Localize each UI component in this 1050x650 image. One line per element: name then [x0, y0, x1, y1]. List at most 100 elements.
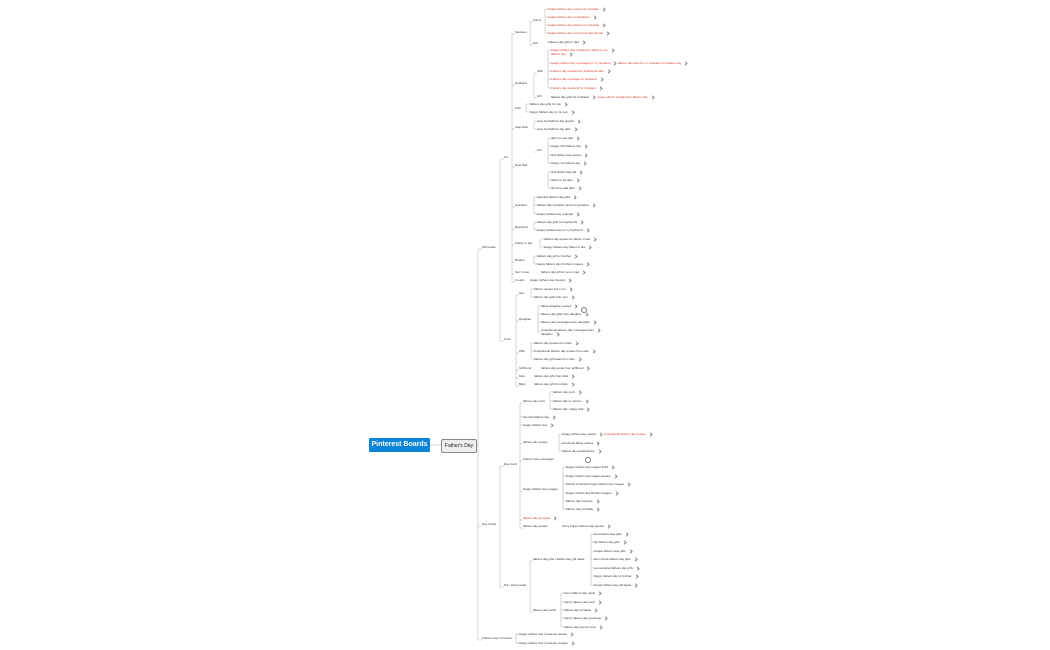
leaf-node[interactable]: father to be gifts: [551, 178, 579, 182]
leaf-node[interactable]: inspirational fathers day quotes from wi…: [534, 349, 595, 353]
leaf-node[interactable]: happy fathers day greetings: [564, 616, 607, 620]
leaf-node[interactable]: Fathers day gift for dad: [548, 40, 585, 44]
leaf-node[interactable]: fathers day gifts from son: [534, 295, 574, 299]
leaf-node[interactable]: happy fathers day card: [564, 600, 601, 604]
branch-label[interactable]: Daughter: [519, 317, 532, 321]
leaf-node[interactable]: happy fathers day to my son: [530, 110, 574, 114]
leaf-node[interactable]: emotional father quotes: [562, 441, 599, 445]
branch-label[interactable]: For: [504, 155, 509, 159]
branch-label[interactable]: Grandpa: [515, 203, 527, 207]
leaf-node[interactable]: fathers day gifts from daughter: [541, 312, 588, 316]
leaf-node[interactable]: unique gift for husband for fathers day: [597, 95, 654, 99]
leaf-node[interactable]: fathers day printable: [566, 507, 599, 511]
branch-label[interactable]: Son: [519, 291, 525, 295]
leaf-node[interactable]: father daughter quotes: [541, 304, 577, 308]
leaf-node[interactable]: Happy fathers day husband to father to o…: [551, 48, 614, 52]
leaf-node[interactable]: fathers day gift for son in law: [541, 270, 585, 274]
branch-label[interactable]: Gift: [533, 41, 538, 45]
branch-label[interactable]: Father In law: [515, 241, 533, 245]
leaf-node[interactable]: fathers day to mexico: [553, 399, 588, 403]
leaf-node[interactable]: first fathers day quotes: [551, 153, 587, 157]
leaf-node[interactable]: happy fathers day brothers images: [537, 262, 589, 266]
branch-label[interactable]: Boyfriend: [515, 225, 528, 229]
branch-label[interactable]: Gift: [537, 94, 542, 98]
branch-label[interactable]: Diy / Homemade: [504, 583, 527, 587]
branch-label[interactable]: Kids: [515, 106, 521, 110]
leaf-node[interactable]: Happy 1st fathers day: [551, 161, 586, 165]
leaf-node[interactable]: Happy fathers day wishes for old dads: [548, 23, 605, 27]
leaf-node[interactable]: fathers day card: [553, 390, 581, 394]
leaf-node[interactable]: Happy fathers day images 2021: [566, 465, 614, 469]
leaf-node[interactable]: Happy fathers day: [523, 423, 553, 427]
leaf-node[interactable]: Happy fathers day in heaven quotes: [519, 632, 573, 636]
branch-label[interactable]: fathers day quotes: [523, 440, 548, 444]
leaf-node[interactable]: unique father's day gifts: [594, 549, 632, 553]
leaf-node[interactable]: step dad fathers day quotes: [537, 119, 580, 123]
leaf-node[interactable]: Happy fathers day to my boyfriend: [537, 228, 589, 232]
branch-label[interactable]: Gift Guide: [482, 245, 496, 249]
leaf-node[interactable]: fathers day messages from daughter: [541, 320, 596, 324]
leaf-node[interactable]: fathers day gifts for husband: [551, 95, 595, 99]
leaf-node[interactable]: fathers day: [551, 52, 572, 56]
leaf-node[interactable]: fathers day quotes/funny: [562, 449, 601, 453]
leaf-node[interactable]: fathers day pop up card: [564, 625, 602, 629]
branch-label[interactable]: Father's day messages: [523, 457, 554, 461]
leaf-node[interactable]: Happy fathers day to all fathers: [548, 15, 596, 19]
leaf-node[interactable]: fathers day gif quote: [523, 516, 556, 520]
leaf-node[interactable]: fathers day gift ideas from wife: [534, 357, 581, 361]
leaf-node[interactable]: Fathers day husband for husband: [551, 86, 602, 90]
branch-label[interactable]: fathers day gifts / fathers day gift ide…: [533, 557, 585, 561]
branch-label[interactable]: fathers day cards: [533, 608, 557, 612]
leaf-node[interactable]: Happy fathers day quotes: [562, 432, 602, 436]
leaf-node[interactable]: fathers day quote from girlfriend: [541, 366, 589, 370]
branch-label[interactable]: Day Card: [504, 462, 517, 466]
leaf-node[interactable]: Happy fathers day Brother images: [566, 491, 618, 495]
leaf-node[interactable]: personalized fathers day gifts: [594, 566, 639, 570]
leaf-node[interactable]: fathers day quotes for father in law: [544, 237, 596, 241]
leaf-node[interactable]: first time dad gifts: [551, 186, 581, 190]
leaf-node[interactable]: Happy fathers day quotes for old dads: [548, 7, 605, 11]
leaf-node[interactable]: African American happy fathers day image…: [566, 482, 630, 486]
branch-label[interactable]: Funny: [533, 18, 542, 22]
leaf-node[interactable]: Fathers day Husband to Girlfriends wife: [551, 69, 610, 73]
root-node[interactable]: Pinterest Boards: [369, 438, 430, 452]
leaf-node[interactable]: fathers day banners: [566, 499, 599, 503]
leaf-node[interactable]: happy fathers day to brother: [594, 574, 638, 578]
leaf-node[interactable]: Happy fathers day to the best dad friend…: [548, 31, 609, 35]
leaf-node[interactable]: Happy fathers day in heaven images: [519, 641, 574, 645]
branch-label[interactable]: New Dad: [515, 163, 528, 167]
leaf-node[interactable]: Happy fathers day father in law: [544, 245, 591, 249]
branch-label[interactable]: Sarcasm: [515, 30, 527, 34]
branch-label[interactable]: From: [504, 337, 511, 341]
leaf-node[interactable]: Happy fathers day cousins: [530, 278, 571, 282]
leaf-node[interactable]: fathers quotes from son: [534, 287, 572, 291]
leaf-node[interactable]: Happy fathers day messages to my husband: [551, 61, 616, 65]
branch-label[interactable]: Wife: [519, 349, 525, 353]
branch-label[interactable]: Gift: [537, 148, 542, 152]
topic-node-fathers-day[interactable]: Father's Day: [441, 439, 477, 453]
branch-label[interactable]: Father's day in heaven: [482, 636, 513, 640]
leaf-node[interactable]: fathers day idea for my husband my fathe…: [618, 61, 687, 65]
leaf-node[interactable]: fathers day gift for brother: [537, 254, 577, 258]
branch-label[interactable]: fathers day quotes: [523, 524, 548, 528]
branch-label[interactable]: Wife: [537, 69, 543, 73]
leaf-node[interactable]: daughter: [541, 332, 559, 336]
branch-label[interactable]: fathers day card: [523, 399, 545, 403]
leaf-node[interactable]: gifts for new dad: [551, 136, 579, 140]
branch-label[interactable]: Cousin: [515, 278, 525, 282]
leaf-node[interactable]: simple fathers day gift ideas: [594, 583, 637, 587]
leaf-node[interactable]: fathers day gifts for son: [530, 102, 567, 106]
leaf-node[interactable]: Happy first fathers day: [551, 144, 587, 148]
leaf-node[interactable]: fathers day printable: [564, 608, 597, 612]
collapse-circle-icon[interactable]: [585, 457, 591, 463]
leaf-node[interactable]: last minute fathers day gifts: [594, 557, 637, 561]
leaf-node[interactable]: grandpa fathers day gifts: [537, 195, 576, 199]
leaf-node[interactable]: Happy fathers day grandpa: [537, 212, 579, 216]
leaf-node[interactable]: best fathers day gifts: [594, 532, 628, 536]
leaf-node[interactable]: funny fathers day cards: [564, 591, 601, 595]
branch-label[interactable]: Baby: [519, 382, 526, 386]
leaf-node[interactable]: fathers day quotes from wife: [534, 341, 578, 345]
leaf-node[interactable]: fathers day gift from baby: [534, 382, 574, 386]
leaf-node[interactable]: fathers day, happy dad: [553, 407, 589, 411]
leaf-node[interactable]: fathers day gifts from kids: [534, 374, 574, 378]
